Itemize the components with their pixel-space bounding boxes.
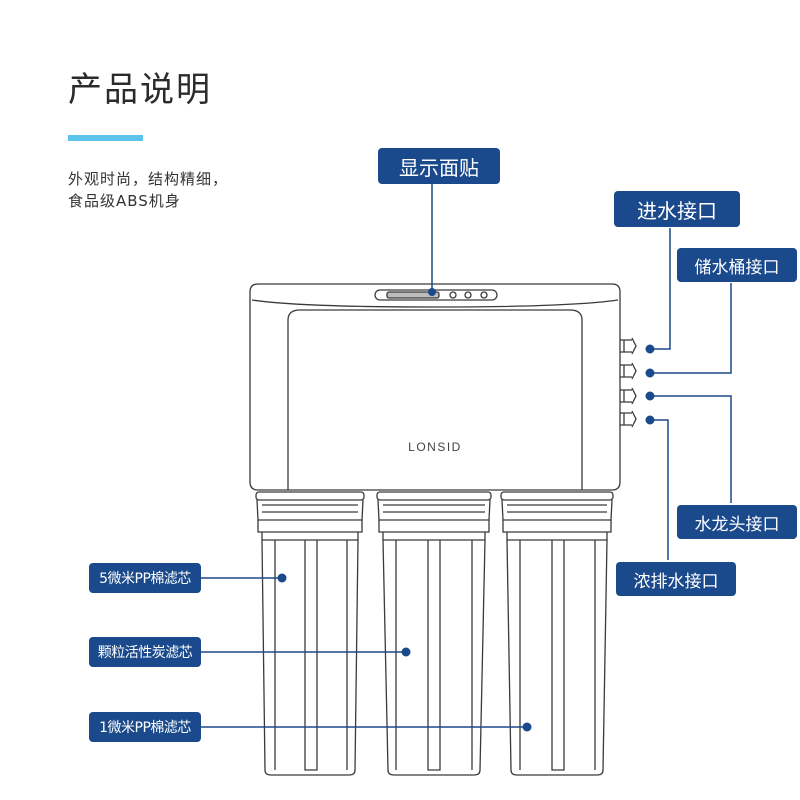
display-button <box>464 291 472 299</box>
housing-outline <box>249 283 621 491</box>
leader-lines <box>198 184 732 728</box>
callout-water-inlet: 进水接口 <box>614 191 740 227</box>
callout-drain-port: 浓排水接口 <box>616 562 736 596</box>
callout-faucet-port: 水龙头接口 <box>677 505 797 539</box>
callout-filter-pp5: 5微米PP棉滤芯 <box>89 563 201 593</box>
title-accent-bar <box>68 135 143 141</box>
front-panel <box>287 309 583 490</box>
display-button <box>480 291 488 299</box>
display-strip <box>374 289 498 301</box>
page-title: 产品说明 <box>68 70 212 110</box>
callout-tank-port: 储水桶接口 <box>677 248 797 282</box>
display-screen <box>386 291 440 299</box>
brand-logo: LONSID <box>408 440 462 454</box>
housing-top-curve <box>251 299 619 308</box>
filter-housing-2 <box>376 491 492 776</box>
filter-housing-1 <box>255 491 365 776</box>
callout-filter-carbon: 颗粒活性炭滤芯 <box>89 637 201 667</box>
callout-display-panel: 显示面贴 <box>378 148 500 184</box>
filter-housing-3 <box>500 491 614 776</box>
callout-dots <box>277 288 655 732</box>
callout-filter-pp1: 1微米PP棉滤芯 <box>89 712 201 742</box>
product-description: 外观时尚，结构精细，食品级ABS机身 <box>68 170 229 210</box>
display-button <box>449 291 457 299</box>
side-ports <box>620 337 637 428</box>
